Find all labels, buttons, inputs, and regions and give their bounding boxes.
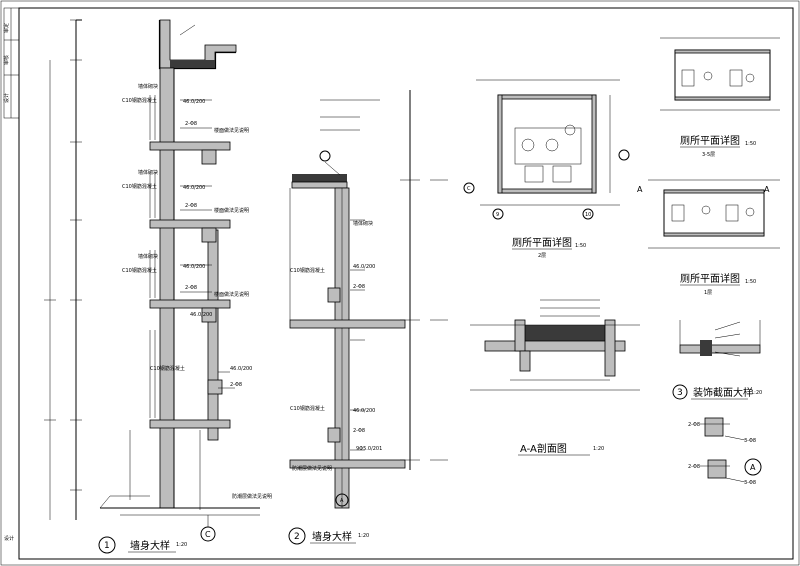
axis-10: 10 bbox=[585, 212, 591, 218]
detail-no-circle-2 bbox=[288, 527, 306, 545]
wall-detail-1: 46.0/200 2-Φ8 楼面做法见说明 C10钢筋混凝土 墙体砌块 46.0… bbox=[44, 19, 272, 554]
section-title: A-A剖面图 bbox=[520, 442, 567, 455]
label-r1: 墙体砌块 bbox=[138, 83, 158, 90]
label-m9: 防潮层做法见说明 bbox=[292, 465, 332, 472]
axis-a-left: A bbox=[637, 185, 643, 194]
label-f1: 楼面做法见说明 bbox=[214, 127, 249, 134]
label-b2: C10钢筋混凝土 bbox=[122, 183, 157, 190]
detail-no-1: 1 bbox=[104, 541, 110, 551]
plan-sub-3-5f: 3-5层 bbox=[702, 152, 715, 158]
toilet-plan-2f: 9 10 C 厕所平面详图 1:50 2层 bbox=[463, 79, 630, 259]
plan-scale-3-5f: 1:50 bbox=[745, 141, 756, 147]
label-m2: 46.0/200 bbox=[353, 408, 375, 414]
detail-no-circle-3 bbox=[672, 384, 688, 400]
axis-bubble-a-small bbox=[744, 458, 762, 476]
label-m8: 9Φ5.0/201 bbox=[356, 446, 382, 452]
plan-sub-2f: 2层 bbox=[538, 253, 546, 259]
title-block-text-1: 审定 bbox=[3, 23, 10, 33]
beam-label-2: 2-Φ8 bbox=[688, 464, 700, 470]
axis-bubble-9 bbox=[492, 208, 504, 220]
detail-scale-1: 1:20 bbox=[176, 542, 187, 548]
inner-frame bbox=[18, 7, 794, 560]
wall-detail-2: 46.0/200 46.0/200 2-Φ8 2-Φ8 C10钢筋混凝土 C10… bbox=[288, 90, 448, 545]
detail-scale-2: 1:20 bbox=[358, 533, 369, 539]
axis-a-right: A bbox=[764, 185, 770, 194]
detail-mark-2 bbox=[319, 150, 331, 162]
detail-no-3: 3 bbox=[677, 388, 683, 398]
title-block-text-4: 设计 bbox=[4, 535, 14, 542]
label-m7: 墙体砌块 bbox=[353, 220, 373, 227]
label-e3: 2-Φ8 bbox=[185, 285, 197, 291]
axis-c3: C bbox=[467, 186, 471, 192]
label-m5: C10钢筋混凝土 bbox=[290, 267, 325, 274]
toilet-plan-3-5f: 厕所平面详图 1:50 3-5层 bbox=[660, 37, 780, 158]
label-e4: 2-Φ8 bbox=[230, 382, 242, 388]
plan-title-3-5f: 厕所平面详图 bbox=[680, 134, 740, 147]
section-scale: 1:20 bbox=[593, 446, 604, 452]
plan-title-2f: 厕所平面详图 bbox=[512, 236, 572, 249]
label-b4: C10钢筋混凝土 bbox=[150, 365, 185, 372]
axis-a-small: A bbox=[750, 463, 756, 472]
detail-title-3: 装饰截面大样 bbox=[693, 386, 753, 399]
plan-scale-1f: 1:50 bbox=[745, 279, 756, 285]
beam-sections: 2-Φ8 2-Φ8 3-Φ8 3-Φ8 A bbox=[688, 417, 762, 486]
label-f2: 楼面做法见说明 bbox=[214, 207, 249, 214]
label-w2: 46.0/200 bbox=[183, 185, 205, 191]
label-e2: 2-Φ8 bbox=[185, 203, 197, 209]
detail-scale-3: 1:20 bbox=[751, 390, 762, 396]
label-b1: C10钢筋混凝土 bbox=[122, 97, 157, 104]
label-m6: C10钢筋混凝土 bbox=[290, 405, 325, 412]
detail-title-1: 墙身大样 bbox=[130, 539, 170, 552]
label-f3: 楼面做法见说明 bbox=[214, 291, 249, 298]
label-m4: 2-Φ8 bbox=[353, 428, 365, 434]
beam-label-3: 3-Φ8 bbox=[744, 438, 756, 444]
plan-scale-2f: 1:50 bbox=[575, 243, 586, 249]
plan-title-1f: 厕所平面详图 bbox=[680, 272, 740, 285]
axis-bubble-c3 bbox=[463, 182, 475, 194]
decoration-section: 3 装饰截面大样 1:20 bbox=[672, 320, 762, 400]
label-w4: 46.0/200 bbox=[190, 312, 212, 318]
axis-bubble-10 bbox=[582, 208, 594, 220]
label-b3: C10钢筋混凝土 bbox=[122, 267, 157, 274]
detail-title-2: 墙身大样 bbox=[312, 530, 352, 543]
title-block-text-2: 审核 bbox=[3, 55, 10, 65]
label-w3: 46.0/200 bbox=[183, 264, 205, 270]
label-m3: 2-Φ8 bbox=[353, 284, 365, 290]
axis-bubble-a bbox=[335, 493, 349, 507]
label-m1: 46.0/200 bbox=[353, 264, 375, 270]
plan-sub-1f: 1层 bbox=[704, 290, 712, 296]
detail-no-2: 2 bbox=[294, 532, 300, 542]
title-block-strip: 审定 审核 设计 设计 bbox=[3, 7, 20, 542]
axis-9: 9 bbox=[496, 212, 499, 218]
title-block-text-3: 设计 bbox=[3, 93, 10, 103]
section-a-a: A-A剖面图 1:20 bbox=[470, 299, 640, 456]
toilet-plan-1f: A A 厕所平面详图 1:50 1层 bbox=[637, 179, 780, 296]
detail-no-circle-1 bbox=[98, 536, 116, 554]
label-r2: 墙体砌块 bbox=[138, 169, 158, 176]
axis-c1: C bbox=[205, 530, 211, 539]
label-e1: 2-Φ8 bbox=[185, 121, 197, 127]
label-r3: 墙体砌块 bbox=[138, 253, 158, 260]
beam-label-1: 2-Φ8 bbox=[688, 422, 700, 428]
beam-label-4: 3-Φ8 bbox=[744, 480, 756, 486]
label-w1: 46.0/200 bbox=[183, 99, 205, 105]
label-g1: 防潮层做法见说明 bbox=[232, 493, 272, 500]
axis-a: A bbox=[340, 498, 344, 504]
label-w5: 46.0/200 bbox=[230, 366, 252, 372]
